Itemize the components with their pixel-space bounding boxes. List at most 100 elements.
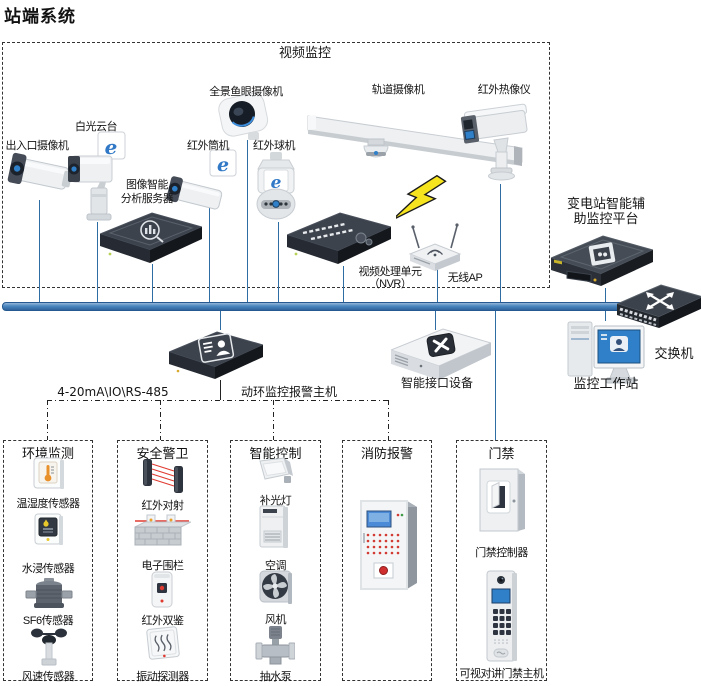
rail-camera-label: 轨道摄像机 [371, 84, 425, 96]
group-box-access: 门禁 门禁控制器 [456, 440, 547, 681]
switch-label: 交换机 [654, 346, 694, 361]
sf6-sensor-icon [25, 578, 73, 608]
white-light-ptz-label: 白光云台 [75, 121, 118, 133]
sensor-label: SF6传感器 [22, 615, 74, 627]
ir-dual-detector-icon [151, 571, 173, 608]
connector-alarm-host [220, 311, 221, 330]
nvr-icon [287, 212, 391, 264]
entrance-camera-label: 出入口摄像机 [5, 140, 70, 152]
ir-dome-camera-label: 红外球机 [253, 140, 296, 152]
interface-device-icon [391, 328, 491, 380]
connector-nvr [343, 266, 344, 302]
connector-platform [605, 288, 606, 302]
workstation-label: 监控工作站 [573, 376, 639, 391]
ir-dome-camera-icon: e [256, 152, 296, 220]
fieldbus-horizontal-line [47, 400, 389, 401]
group-label-environment: 环境监测 [21, 446, 74, 461]
network-bus [2, 302, 641, 311]
sensor-label: 振动探测器 [136, 671, 189, 683]
device-label: 门禁控制器 [475, 547, 528, 559]
ir-beam-detector-icon [143, 459, 183, 493]
group-box-security: 安全警卫 红外对射 电子围栏 [117, 440, 208, 683]
platform-label-2: 助监控平台 [573, 211, 639, 226]
connector-access-group [495, 311, 496, 440]
fisheye-camera-icon [218, 92, 269, 140]
connector-thermal [500, 184, 501, 302]
platform-server-icon [551, 235, 653, 286]
sensor-label: 水浸传感器 [21, 563, 75, 575]
water-leak-sensor-icon [34, 513, 63, 545]
nvr-label-1: 视频处理单元 [358, 266, 423, 278]
fill-light-icon [259, 457, 293, 483]
interface-device-label: 智能接口设备 [400, 376, 473, 390]
analysis-server-label-2: 分析服务器 [120, 193, 174, 205]
connector-workstation [605, 311, 606, 321]
wireless-ap-label: 无线AP [447, 272, 483, 284]
network-switch-icon [617, 284, 701, 328]
group-label-security: 安全警卫 [136, 446, 189, 461]
fieldbus-drop-control [273, 400, 274, 440]
group-box-control: 智能控制 补光灯 空调 [230, 440, 321, 683]
video-intercom-icon [486, 570, 517, 662]
connector-wireless-ap [437, 268, 438, 302]
connector-host-to-fieldbus [220, 380, 221, 400]
wireless-link-bolt-icon [396, 174, 447, 221]
alarm-host-icon [169, 331, 263, 379]
sensor-label: 红外对射 [141, 500, 185, 512]
electronic-fence-icon [134, 514, 191, 546]
connector-entrance-camera [39, 200, 40, 302]
svg-text:e: e [105, 135, 118, 159]
analysis-server-label-1: 图像智能 [126, 179, 169, 191]
fan-icon [259, 570, 292, 604]
group-box-fire: 消防报警 [342, 440, 432, 681]
svg-text:e: e [271, 173, 282, 193]
access-controller-icon [479, 468, 525, 532]
svg-text:e: e [217, 154, 229, 176]
workstation-icon [567, 321, 645, 384]
device-label: 可视对讲门禁主机 [459, 668, 545, 680]
group-box-environment: 环境监测 温湿度传感器 水浸传感器 [3, 440, 93, 683]
sensor-label: 风速传感器 [21, 671, 75, 683]
temperature-humidity-sensor-icon [33, 457, 64, 489]
connector-ir-bullet [209, 208, 210, 302]
ir-bullet-camera-label: 红外筒机 [187, 140, 230, 152]
water-pump-icon [255, 626, 295, 665]
group-label-control: 智能控制 [249, 446, 302, 461]
sensor-label: 红外双鉴 [141, 615, 185, 627]
fieldbus-drop-env [47, 400, 48, 440]
connector-interface-device [435, 311, 436, 330]
platform-label-1: 变电站智能辅 [566, 196, 645, 211]
fieldbus-drop-fire [388, 400, 389, 440]
alarm-host-label: 动环监控报警主机 [240, 385, 337, 399]
device-label: 空调 [265, 560, 287, 572]
device-label: 抽水泵 [259, 671, 292, 683]
thermal-imager-icon [460, 103, 528, 181]
video-box-label: 视频监控 [278, 45, 331, 60]
fieldbus-drop-security [160, 400, 161, 440]
sensor-label: 电子围栏 [141, 560, 185, 572]
connector-ir-dome [278, 222, 279, 302]
rail-camera-icon [307, 115, 523, 166]
air-conditioner-icon [259, 505, 288, 548]
wind-speed-sensor-icon [31, 628, 67, 666]
device-label: 风机 [265, 614, 287, 626]
thermal-imager-label: 红外热像仪 [477, 84, 531, 96]
group-label-fire: 消防报警 [360, 446, 413, 461]
connector-ptz [97, 222, 98, 302]
bus-protocol-label: 4-20mA\IO\RS-485 [57, 385, 169, 399]
connector-analysis-server [152, 264, 153, 302]
group-label-access: 门禁 [488, 446, 515, 461]
video-surveillance-box [2, 42, 550, 288]
device-label: 补光灯 [259, 495, 292, 507]
fire-alarm-panel-icon [360, 500, 417, 590]
nvr-label-2: （NVR） [368, 278, 412, 290]
connector-fisheye [247, 140, 248, 302]
page-title: 站端系统 [4, 7, 76, 26]
fisheye-camera-label: 全景鱼眼摄像机 [209, 86, 283, 98]
ir-bullet-camera-icon: e [166, 149, 237, 210]
entrance-camera-icon [7, 152, 73, 190]
wireless-ap-icon [408, 223, 462, 271]
white-light-ptz-icon: e [68, 131, 126, 221]
analysis-server-icon [100, 212, 202, 263]
